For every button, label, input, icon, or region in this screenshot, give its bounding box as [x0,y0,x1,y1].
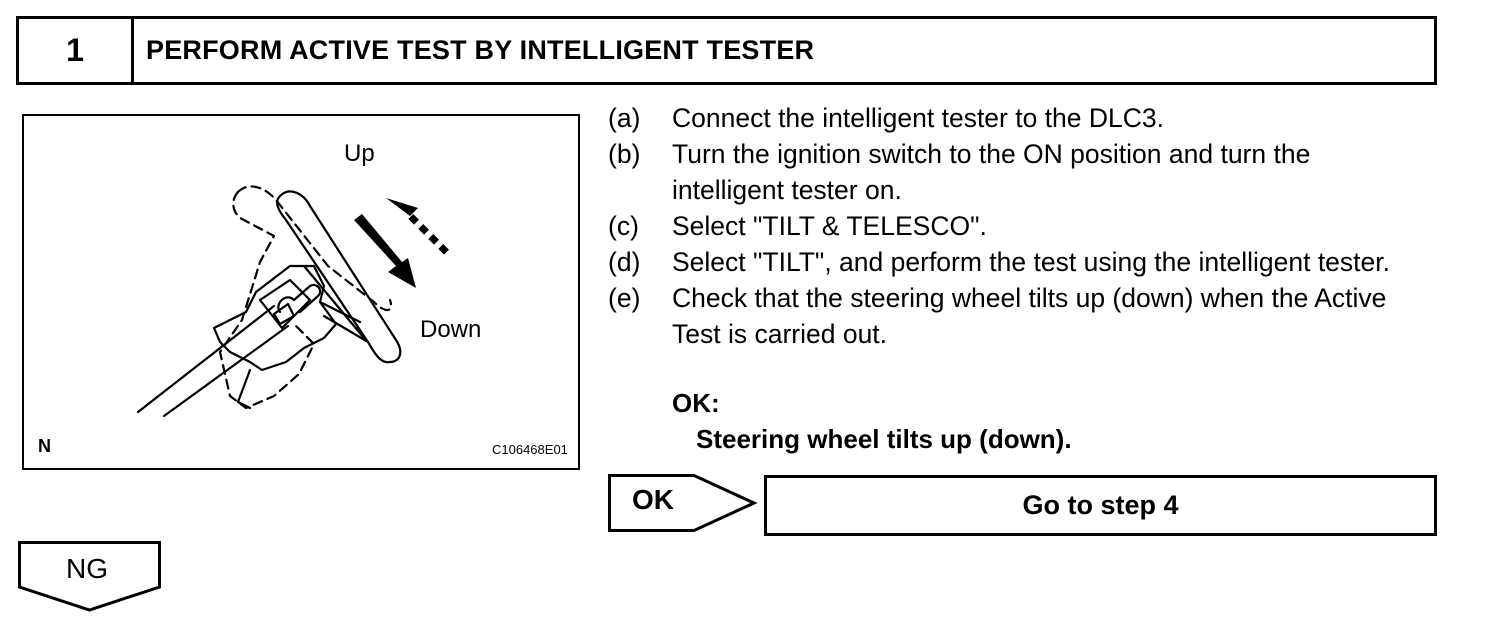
down-arrow-icon [354,214,416,288]
label-n: N [38,436,51,456]
ok-result-label: OK [632,484,674,515]
ok-arrow-icon [608,474,758,532]
label-down: Down [420,316,482,343]
instruction-item: (a) Connect the intelligent tester to th… [608,100,1448,136]
ng-arrow-icon [18,541,161,612]
ok-criteria-text: Steering wheel tilts up (down). [696,424,1072,454]
instruction-text: Connect the intelligent tester to the DL… [672,103,1165,133]
step-header: 1 PERFORM ACTIVE TEST BY INTELLIGENT TES… [16,16,1437,85]
instruction-letter: (e) [608,283,641,313]
goto-step-box[interactable]: Go to step 4 [764,475,1437,536]
instruction-text: Turn the ignition switch to the ON posit… [672,139,1311,205]
instruction-text: Select "TILT & TELESCO". [672,211,987,241]
steering-column-drawing [136,185,449,418]
step-title: PERFORM ACTIVE TEST BY INTELLIGENT TESTE… [146,35,815,65]
instruction-letter: (b) [608,139,641,169]
instruction-list: (a) Connect the intelligent tester to th… [608,100,1448,352]
figure-code: C106468E01 [492,442,568,457]
instruction-letter: (d) [608,247,641,277]
instruction-letter: (c) [608,211,639,241]
instruction-item: (d) Select "TILT", and perform the test … [608,244,1448,280]
instruction-item: (b) Turn the ignition switch to the ON p… [608,136,1448,208]
ok-criteria-label: OK: [672,388,720,418]
instruction-item: (e) Check that the steering wheel tilts … [608,280,1448,352]
steering-column-illustration: Up Down N C106468E01 [22,114,580,470]
instruction-text: Select "TILT", and perform the test usin… [672,247,1390,277]
label-up: Up [344,140,375,167]
instruction-item: (c) Select "TILT & TELESCO". [608,208,1448,244]
step-number: 1 [19,19,134,82]
instruction-letter: (a) [608,103,641,133]
ng-result-label: NG [66,553,108,584]
up-arrow-icon [386,198,449,255]
instruction-text: Check that the steering wheel tilts up (… [672,283,1387,349]
